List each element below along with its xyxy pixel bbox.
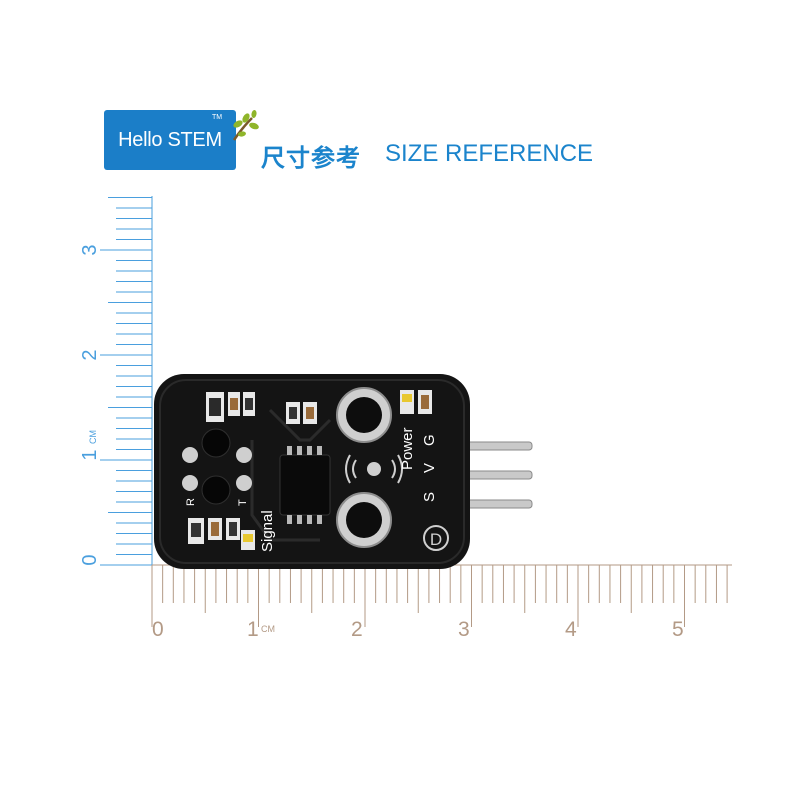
vertical-ruler-label-0: 0 bbox=[79, 554, 101, 565]
brand-logo-text: Hello STEM bbox=[118, 128, 222, 151]
horizontal-ruler-labels: 0 1 CM 2 3 4 5 bbox=[152, 618, 684, 641]
leaf-sprout-icon bbox=[232, 110, 259, 141]
vertical-ruler-label-1: 1 bbox=[79, 449, 101, 460]
power-label: Power bbox=[399, 427, 416, 470]
horizontal-ruler-label-0: 0 bbox=[152, 618, 164, 641]
transmitter-label: T bbox=[237, 499, 249, 506]
signal-label: Signal bbox=[259, 510, 276, 552]
sensor-module-board: D Power Signal R T S V G bbox=[154, 374, 470, 569]
horizontal-ruler-label-4: 4 bbox=[565, 618, 577, 641]
pin-label-v: V bbox=[421, 463, 438, 473]
vertical-ruler-labels: 0 1 2 3 CM bbox=[79, 244, 101, 565]
vertical-ruler-unit: CM bbox=[88, 430, 98, 444]
horizontal-ruler-label-3: 3 bbox=[458, 618, 470, 641]
vertical-ruler-label-3: 3 bbox=[79, 244, 101, 255]
wireless-signal-icon bbox=[345, 454, 403, 484]
smd-components bbox=[188, 390, 432, 550]
horizontal-ruler bbox=[151, 564, 732, 627]
vertical-ruler-label-2: 2 bbox=[79, 349, 101, 360]
vertical-ruler bbox=[100, 196, 153, 566]
receiver-label: R bbox=[185, 498, 197, 506]
brand-logo: Hello STEM bbox=[104, 110, 236, 170]
horizontal-ruler-label-1: 1 bbox=[247, 618, 259, 641]
brand-d-logo-letter: D bbox=[430, 530, 442, 549]
horizontal-ruler-unit: CM bbox=[261, 624, 275, 634]
trademark-mark: TM bbox=[212, 114, 223, 121]
horizontal-ruler-label-2: 2 bbox=[351, 618, 363, 641]
pin-label-g: G bbox=[421, 434, 438, 446]
header-title-english: SIZE REFERENCE bbox=[385, 140, 594, 167]
horizontal-ruler-label-5: 5 bbox=[672, 618, 684, 641]
pin-label-s: S bbox=[421, 492, 438, 502]
brand-d-logo-icon: D bbox=[423, 525, 449, 551]
header-title-chinese: 尺寸参考 bbox=[261, 144, 361, 172]
